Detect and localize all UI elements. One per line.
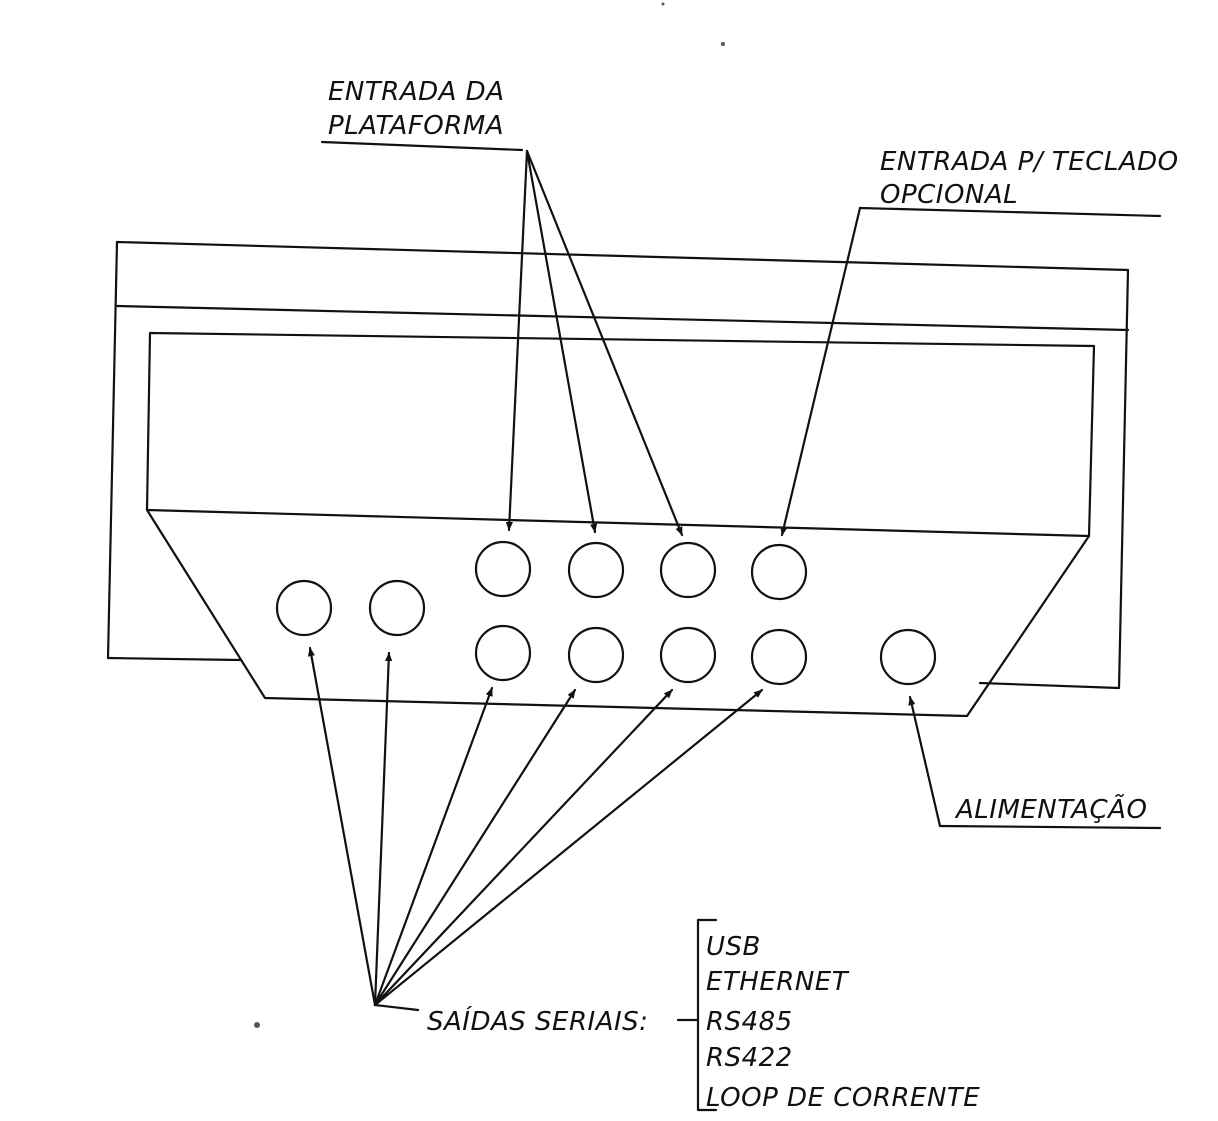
- serial-arrow-4: [373, 688, 577, 1007]
- platform-arrow-1: [505, 149, 529, 532]
- platform-arrow-3: [525, 149, 684, 537]
- inner-panel-outline: [145, 331, 1096, 538]
- platform-port-3: [659, 541, 717, 599]
- housing-left-foot: [106, 656, 242, 662]
- platform-label-line2: PLATAFORMA: [328, 111, 504, 141]
- keyboard-label-line2: OPCIONAL: [880, 180, 1018, 210]
- serial-arrow-6: [373, 688, 764, 1007]
- power-arrow: [908, 695, 942, 828]
- serial-label-underline: [373, 1003, 420, 1012]
- housing-top-divider: [115, 304, 1130, 332]
- keyboard-port: [750, 543, 808, 601]
- scan-speck: [661, 2, 665, 6]
- serial-type-rs422: RS422: [706, 1043, 793, 1073]
- serial-arrow-5: [373, 688, 674, 1007]
- keyboard-label-line1: ENTRADA P/ TECLADO: [880, 147, 1179, 177]
- keyboard-arrow: [780, 206, 862, 537]
- serial-arrow-3: [373, 686, 494, 1007]
- power-label-underline: [938, 824, 1162, 830]
- serial-port-4: [567, 626, 625, 684]
- platform-port-1: [474, 540, 532, 598]
- serial-type-usb: USB: [706, 932, 761, 962]
- scan-speck: [254, 1022, 260, 1028]
- serial-port-1: [275, 579, 333, 637]
- serial-port-2: [368, 579, 426, 637]
- platform-label-line1: ENTRADA DA: [328, 77, 505, 107]
- platform-label-underline: [320, 140, 524, 152]
- power-port: [879, 628, 937, 686]
- platform-port-2: [567, 541, 625, 599]
- serial-type-rs485: RS485: [706, 1007, 793, 1037]
- serial-arrow-1: [307, 646, 377, 1007]
- serial-port-5: [659, 626, 717, 684]
- keyboard-label-underline: [858, 206, 1162, 218]
- serial-outputs-label: SAÍDAS SERIAIS:: [427, 1005, 648, 1037]
- serial-port-6: [750, 628, 808, 686]
- platform-arrow-2: [525, 149, 598, 534]
- serial-type-ethernet: ETHERNET: [706, 967, 850, 997]
- serial-type-current-loop: LOOP DE CORRENTE: [706, 1083, 980, 1113]
- housing-outline: [106, 240, 1130, 690]
- power-label: ALIMENTAÇÃO: [954, 793, 1147, 825]
- connector-face: [145, 508, 1091, 718]
- serial-types-bracket: [696, 918, 718, 1112]
- serial-port-3: [474, 624, 532, 682]
- serial-arrow-2: [373, 651, 393, 1007]
- scan-speck: [721, 42, 725, 46]
